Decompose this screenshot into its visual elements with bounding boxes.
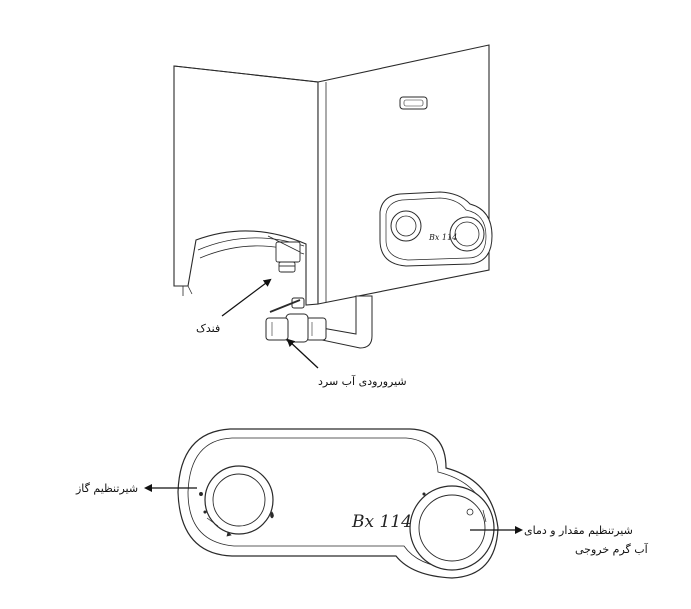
heater-side-panel [173, 65, 319, 306]
label-water-valve-line2: آب گرم خروجی [575, 543, 648, 556]
panel-scale-marks [199, 492, 487, 537]
model-marking-large: Bx 114 [352, 512, 412, 532]
lighter-arrow [221, 278, 272, 317]
label-cold-water-inlet-valve: شیرورودی آب سرد [318, 375, 407, 388]
label-lighter: فندک [196, 322, 221, 335]
brand-plate [399, 96, 428, 110]
inlet-valve-arrow [286, 338, 319, 369]
label-water-valve-line1: شیرتنظیم مقدار و دمای [524, 524, 633, 537]
cold-water-inlet-pipe [265, 295, 373, 349]
heater-body [173, 44, 490, 306]
front-control-panel [379, 191, 493, 267]
panel-enlarged [177, 428, 499, 579]
lighter-assembly [267, 235, 301, 273]
label-gas-valve: شیرتنظیم گاز [76, 482, 139, 495]
model-marking-small: Bx 114 [429, 233, 458, 242]
